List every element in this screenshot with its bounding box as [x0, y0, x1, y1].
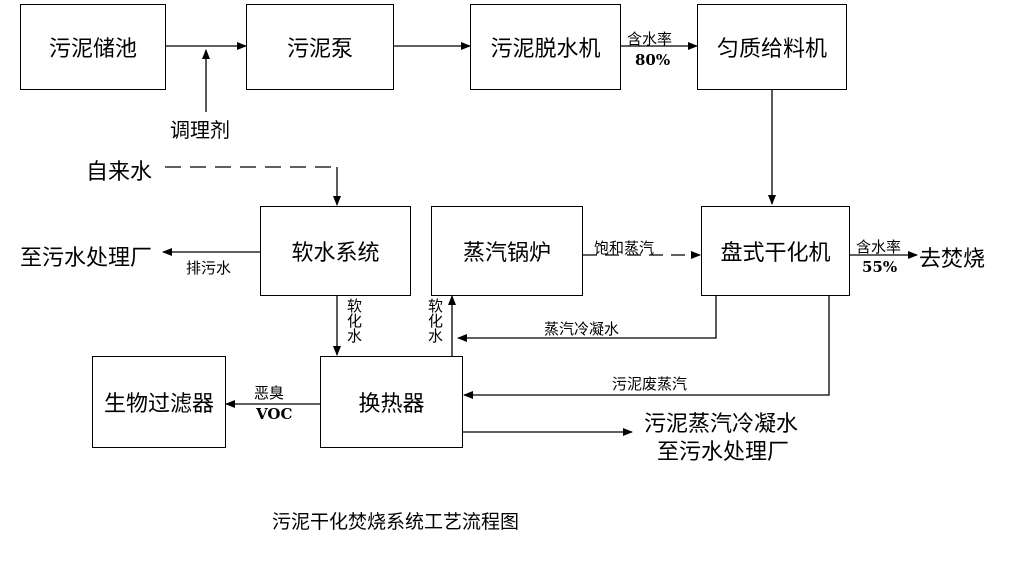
node-sludge-pump-label: 污泥泵: [286, 37, 353, 62]
node-feeder: 匀质给料机: [697, 4, 847, 90]
label-to-wwtp: 至污水处理厂: [20, 246, 153, 271]
node-biofilter: 生物过滤器: [92, 356, 226, 448]
node-feeder-label: 匀质给料机: [716, 37, 827, 62]
label-soft-water-up: 软化水: [426, 298, 444, 343]
label-soft-water-down: 软化水: [345, 298, 363, 343]
label-to-incineration: 去焚烧: [919, 247, 986, 272]
node-biofilter-label: 生物过滤器: [103, 392, 214, 417]
node-sludge-storage-label: 污泥储池: [48, 37, 137, 62]
label-voc: VOC: [256, 405, 293, 423]
label-condensate-out-line1: 污泥蒸汽冷凝水: [644, 412, 799, 437]
node-heat-exchanger: 换热器: [320, 356, 463, 448]
label-sludge-exhaust: 污泥废蒸汽: [612, 375, 688, 393]
node-sludge-dewater-label: 污泥脱水机: [490, 37, 601, 62]
label-moisture-55-value: 55%: [862, 258, 898, 276]
label-moisture-55: 含水率: [856, 238, 902, 256]
node-sludge-dewater: 污泥脱水机: [470, 4, 621, 90]
node-sludge-pump: 污泥泵: [246, 4, 394, 90]
label-drain-water: 排污水: [186, 259, 232, 277]
label-steam-condensate: 蒸汽冷凝水: [544, 320, 620, 338]
diagram-caption: 污泥干化焚烧系统工艺流程图: [272, 511, 520, 533]
node-dryer: 盘式干化机: [701, 206, 850, 296]
node-dryer-label: 盘式干化机: [720, 241, 831, 266]
node-boiler-label: 蒸汽锅炉: [462, 241, 551, 266]
label-moisture-80: 含水率: [627, 30, 673, 48]
node-boiler: 蒸汽锅炉: [431, 206, 583, 296]
node-sludge-storage: 污泥储池: [20, 4, 166, 90]
arrow-steam-condensate: [457, 296, 717, 342]
label-moisture-80-value: 80%: [635, 51, 671, 69]
label-tap-water: 自来水: [86, 160, 153, 185]
label-conditioner: 调理剂: [170, 118, 230, 142]
label-odor: 恶臭: [254, 384, 285, 402]
label-saturated-steam: 饱和蒸汽: [594, 239, 655, 257]
node-softener: 软水系统: [260, 206, 411, 296]
node-heat-exchanger-label: 换热器: [358, 392, 425, 417]
node-softener-label: 软水系统: [291, 241, 380, 266]
label-condensate-out-line2: 至污水处理厂: [657, 440, 790, 465]
arrow-sludge-exhaust: [463, 296, 830, 399]
